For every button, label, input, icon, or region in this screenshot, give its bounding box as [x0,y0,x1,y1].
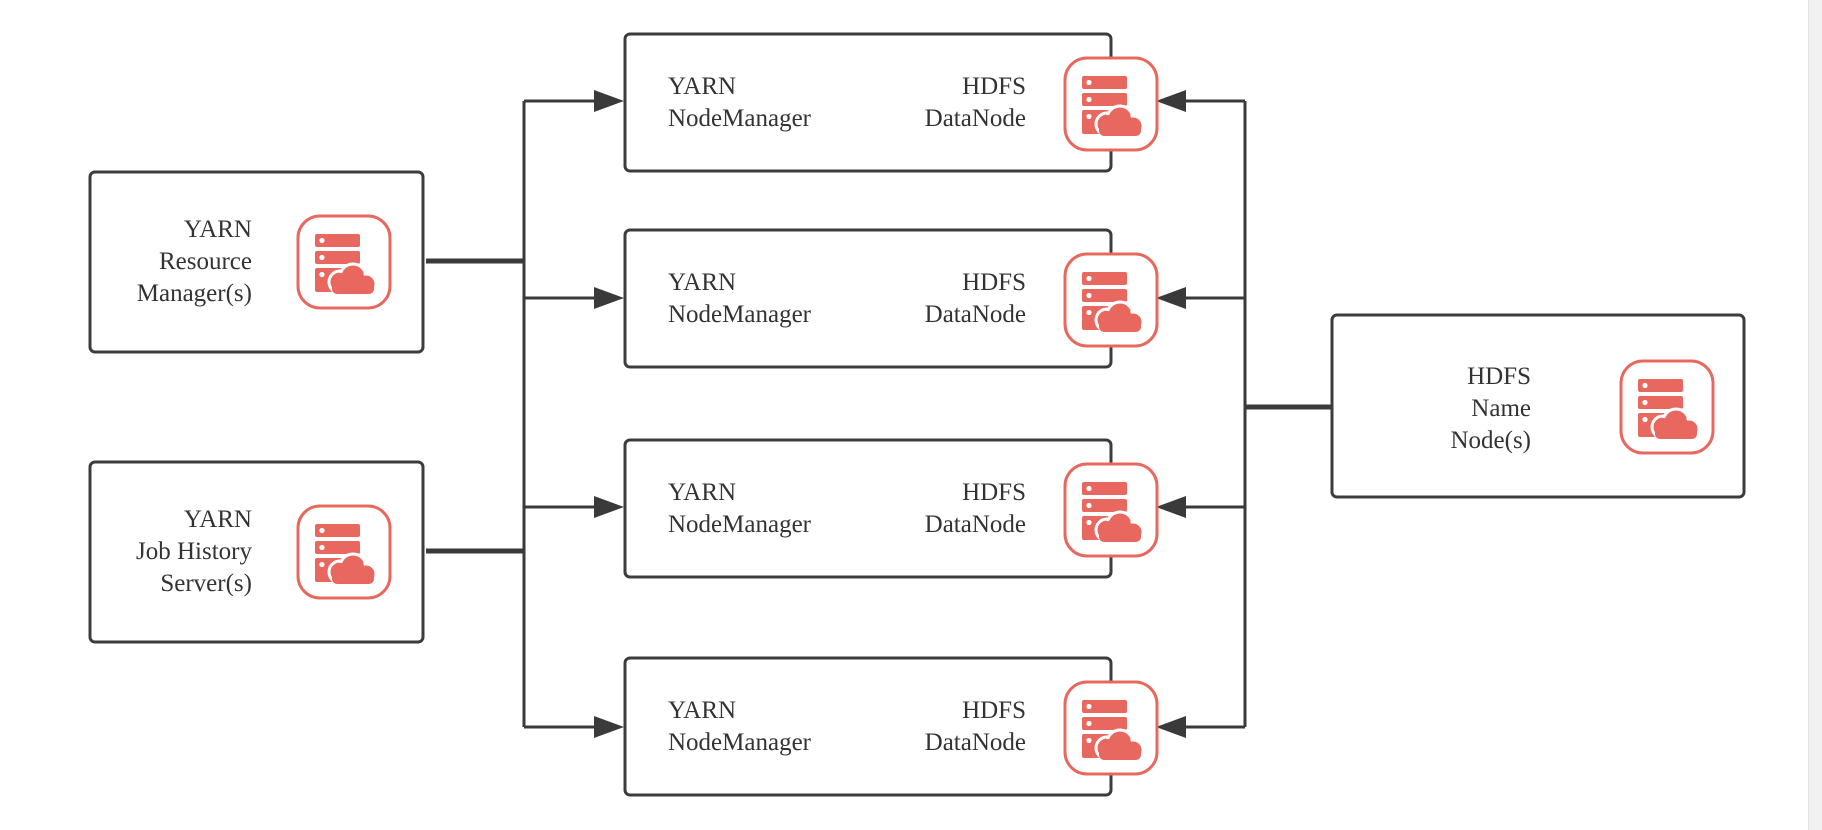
server-cloud-icon [1063,56,1159,152]
resource-manager-node[interactable]: YARN Resource Manager(s) [88,170,425,354]
left-arrowheads [594,90,624,738]
server-cloud-icon [1619,359,1715,455]
worker-node-2[interactable]: YARN NodeManager HDFS DataNode [623,228,1159,369]
node-label: YARN [184,216,252,243]
node-label: Node(s) [1450,427,1531,454]
node-label: Job History [136,538,252,565]
hdfs-label: HDFS [962,479,1026,506]
hdfs-label: HDFS [962,73,1026,100]
nodemanager-label: NodeManager [668,105,812,132]
left-connectors [426,99,600,729]
yarn-label: YARN [668,697,736,724]
worker-node-1[interactable]: YARN NodeManager HDFS DataNode [623,32,1159,173]
node-label: Name [1471,395,1531,422]
vertical-scrollbar[interactable] [1808,0,1822,830]
server-cloud-icon [1063,680,1159,776]
datanode-label: DataNode [925,301,1026,328]
server-cloud-icon [296,504,392,600]
yarn-label: YARN [668,73,736,100]
job-history-server-node[interactable]: YARN Job History Server(s) [88,460,425,644]
yarn-label: YARN [668,479,736,506]
hdfs-name-node[interactable]: HDFS Name Node(s) [1330,313,1746,499]
node-label: HDFS [1467,363,1531,390]
nodemanager-label: NodeManager [668,729,812,756]
right-connectors [1186,99,1331,729]
nodemanager-label: NodeManager [668,511,812,538]
datanode-label: DataNode [925,511,1026,538]
worker-node-4[interactable]: YARN NodeManager HDFS DataNode [623,656,1159,797]
datanode-label: DataNode [925,105,1026,132]
right-arrowheads [1156,90,1186,738]
node-label: Manager(s) [137,280,252,307]
node-label: YARN [184,506,252,533]
worker-node-3[interactable]: YARN NodeManager HDFS DataNode [623,438,1159,579]
node-label: Server(s) [160,570,252,597]
server-cloud-icon [296,214,392,310]
nodemanager-label: NodeManager [668,301,812,328]
hdfs-label: HDFS [962,697,1026,724]
yarn-label: YARN [668,269,736,296]
server-cloud-icon [1063,252,1159,348]
server-cloud-icon [1063,462,1159,558]
node-label: Resource [159,248,252,275]
hdfs-label: HDFS [962,269,1026,296]
datanode-label: DataNode [925,729,1026,756]
